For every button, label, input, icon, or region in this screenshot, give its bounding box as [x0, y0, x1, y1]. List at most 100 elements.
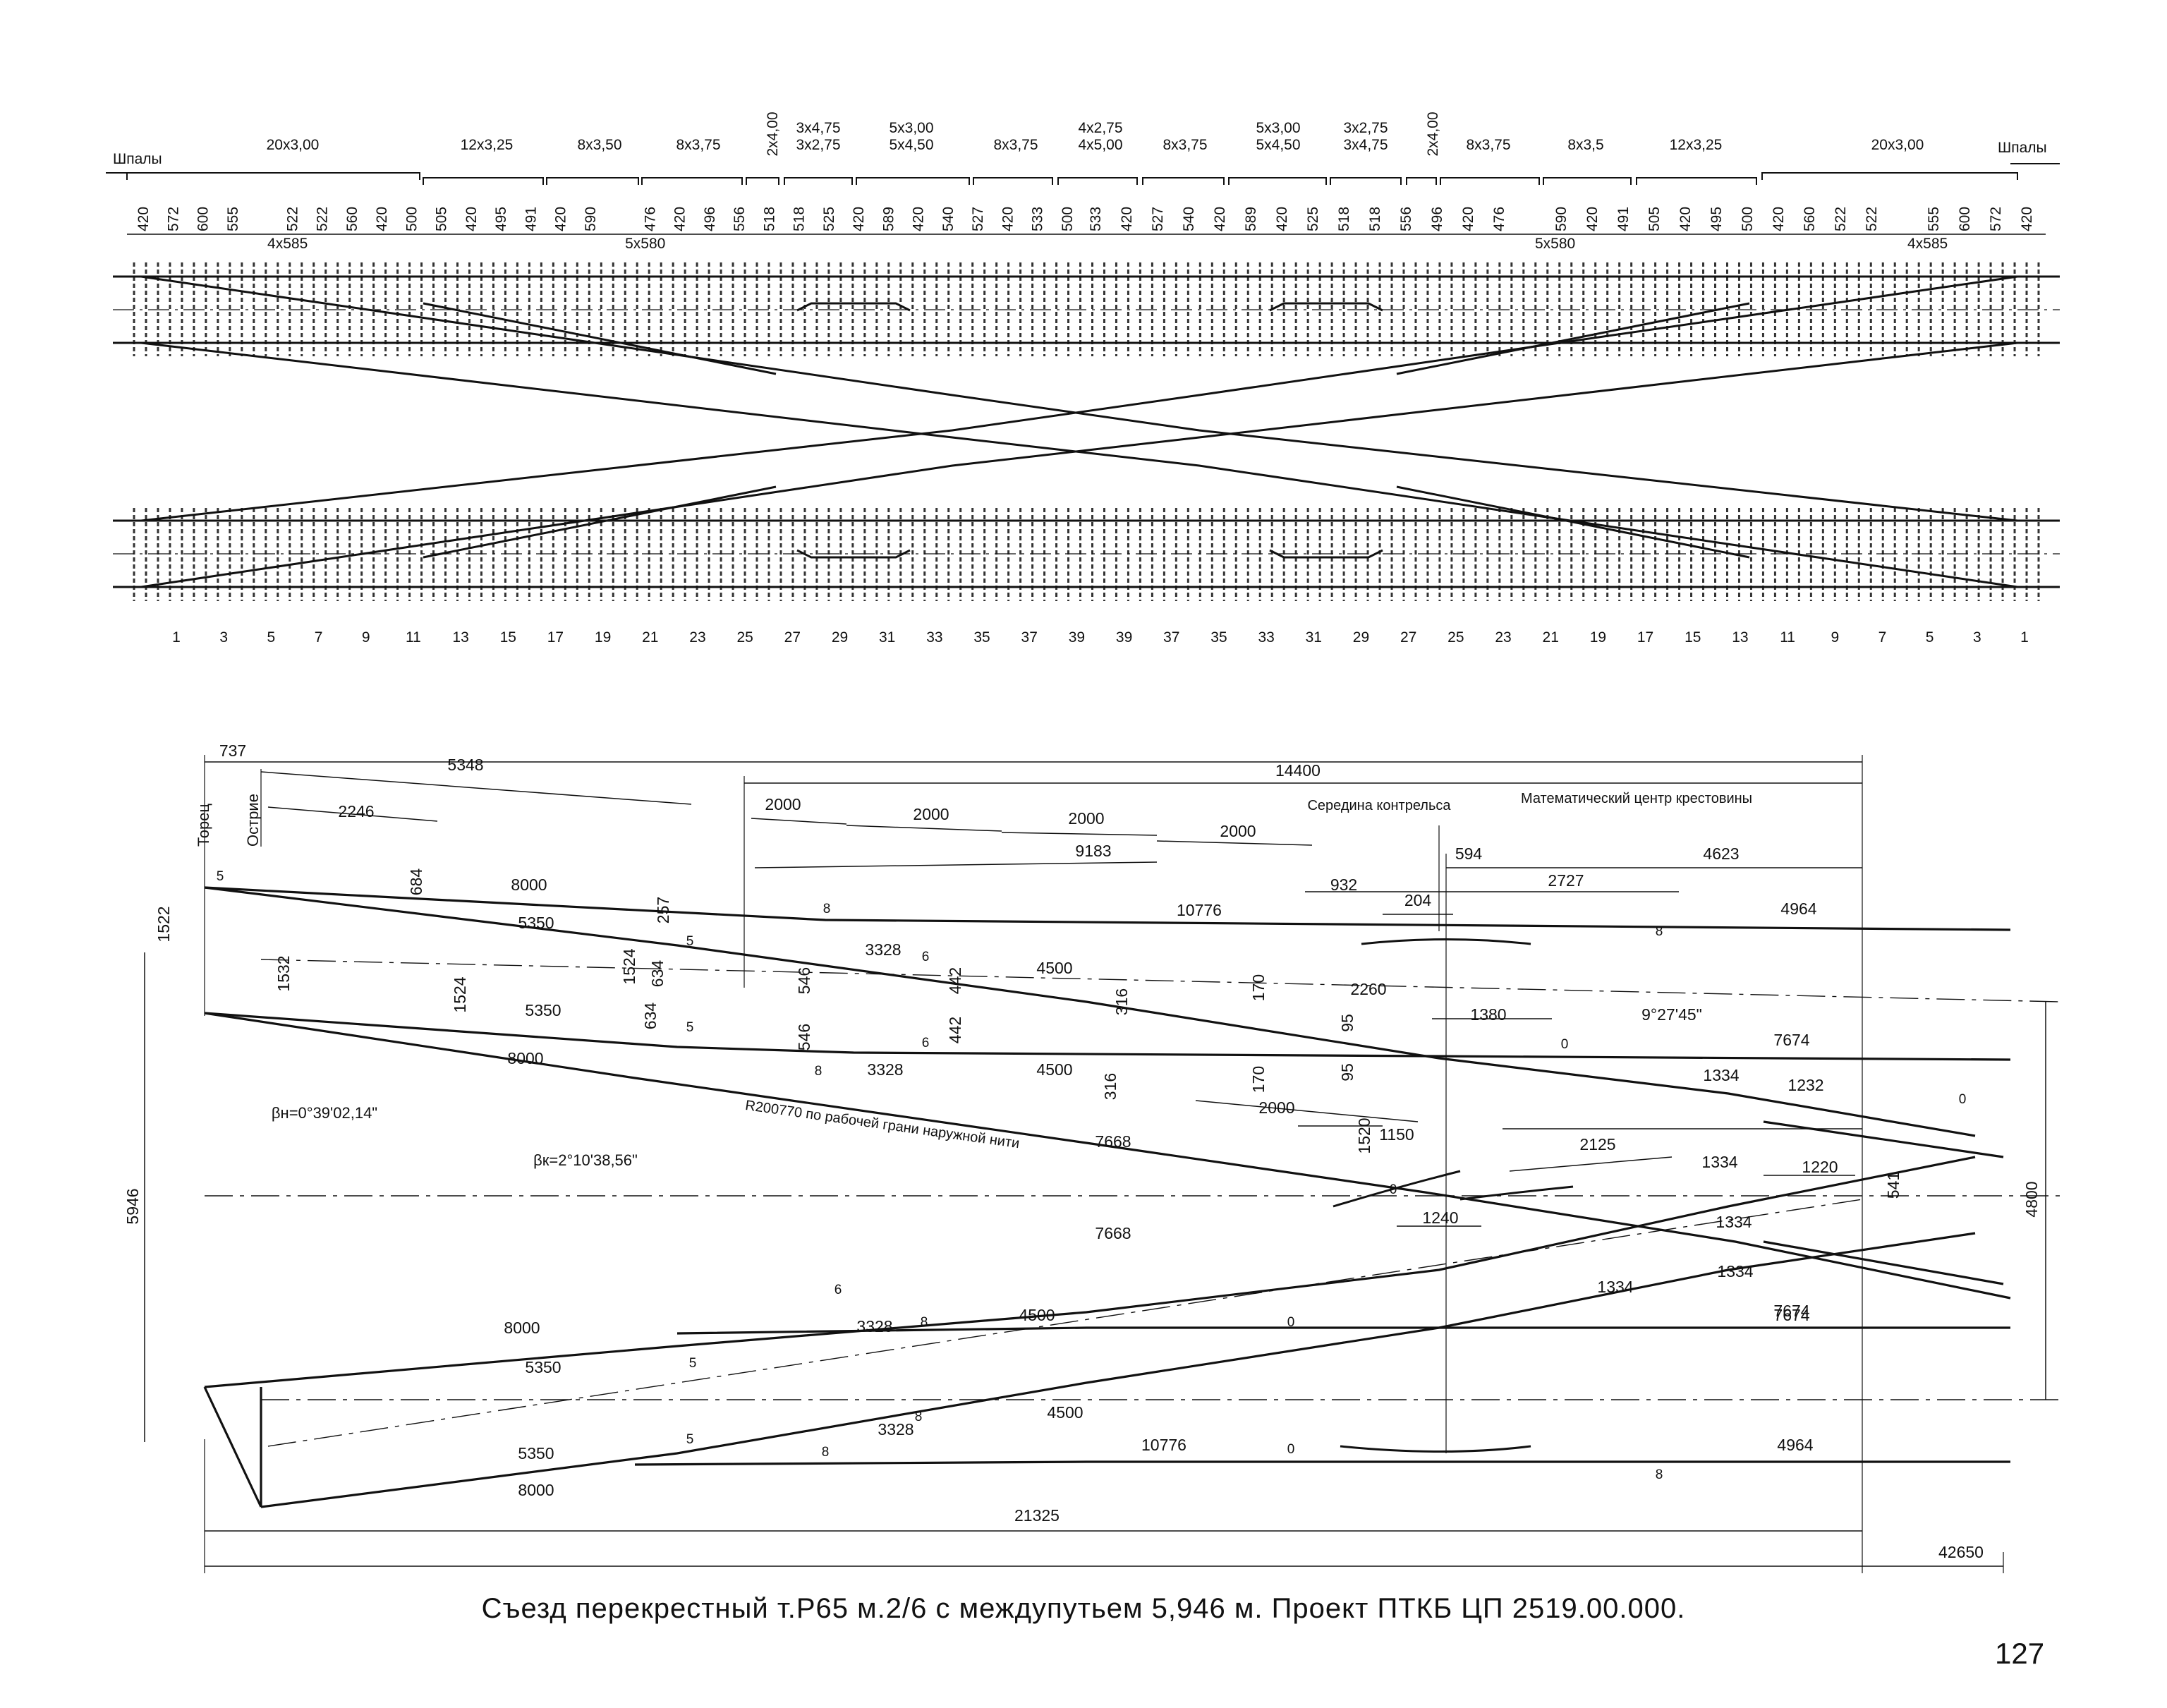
- sleeper-number: 39: [1116, 629, 1132, 646]
- dim-label: 7674: [1773, 1031, 1809, 1049]
- plan-centerlines: [205, 959, 2060, 1447]
- spacing-label: 572: [1988, 207, 2004, 231]
- joint-label: 5: [689, 1356, 697, 1371]
- dim-label: 1522: [154, 906, 173, 942]
- joint-label: 8: [1656, 1467, 1663, 1482]
- group-label: 5x3,00: [889, 120, 933, 136]
- spacing-label: 589: [1243, 207, 1259, 231]
- joint-label: 6: [922, 1036, 930, 1050]
- dim-label: 2727: [1548, 871, 1584, 890]
- spacing-label: 420: [1584, 207, 1601, 231]
- group-label: 3x4,75: [796, 120, 840, 136]
- joint-label: 0: [1287, 1442, 1295, 1457]
- dim-label: 1240: [1422, 1209, 1458, 1227]
- dim-label: 170: [1249, 1066, 1268, 1093]
- group-label: 20x3,00: [267, 137, 320, 153]
- spacing-label: 533: [1030, 207, 1046, 231]
- spacing-label: 556: [732, 207, 748, 231]
- dim-label: 1334: [1701, 1153, 1737, 1171]
- spacing-label: 600: [1957, 207, 1973, 231]
- dim-label: 932: [1330, 876, 1357, 894]
- group-label: 8x3,75: [993, 137, 1038, 153]
- dim-label: 9°27'45": [1641, 1005, 1702, 1024]
- group-label: 8x3,75: [1466, 137, 1510, 153]
- dim-label: 8000: [518, 1481, 554, 1499]
- note-label: Математический центр крестовины: [1521, 791, 1752, 806]
- joint-label: 8: [1656, 924, 1663, 939]
- group-label: 3x2,75: [796, 137, 840, 153]
- dim-label: 4800: [2022, 1181, 2041, 1217]
- spacing-label: 420: [463, 207, 480, 231]
- sleeper-number: 15: [1685, 629, 1701, 646]
- figure-caption: Съезд перекрестный т.Р65 м.2/6 с междупу…: [481, 1593, 1686, 1624]
- joint-label: 5: [686, 934, 694, 949]
- dim-label: 42650: [1938, 1543, 1984, 1561]
- spacing-label: 4x585: [267, 236, 308, 252]
- dim-label: 2000: [1220, 822, 1256, 840]
- spacing-label: 420: [553, 207, 569, 231]
- spacing-label: 5x580: [1535, 236, 1575, 252]
- group-label: 8x3,50: [577, 137, 621, 153]
- spacing-label: 500: [403, 207, 420, 231]
- dim-label: 5350: [525, 1358, 561, 1376]
- sleeper-number: 9: [1831, 629, 1839, 646]
- plan-rails: [203, 886, 2011, 1508]
- spacing-label: 420: [1212, 207, 1228, 231]
- spacing-label: 518: [761, 207, 777, 231]
- dim-label: 7674: [1773, 1306, 1809, 1324]
- sleeper-number: 1: [172, 629, 181, 646]
- spacing-label: 4x585: [1907, 236, 1948, 252]
- joint-label: 5: [217, 869, 224, 884]
- extension-lines: [204, 755, 2004, 1573]
- group-label: 5x4,50: [889, 137, 933, 153]
- dim-label: 634: [641, 1003, 660, 1030]
- dim-label: 316: [1101, 1073, 1119, 1100]
- dim-label: 3328: [865, 940, 901, 959]
- sleeper-number: 11: [406, 629, 421, 646]
- spacing-label: 5x580: [625, 236, 665, 252]
- sleeper-number: 7: [315, 629, 323, 646]
- joint-label: 8: [823, 902, 831, 916]
- dim-label: 21325: [1014, 1506, 1060, 1525]
- spacing-label: 522: [284, 207, 301, 231]
- joint-label: 8: [815, 1064, 823, 1079]
- dim-label: 1334: [1716, 1213, 1752, 1231]
- dim-label: 2000: [913, 805, 949, 823]
- sleepers: [133, 262, 2040, 601]
- dim-label: 1334: [1597, 1278, 1633, 1296]
- dim-label: 14400: [1275, 761, 1321, 780]
- dim-label: 3328: [867, 1060, 903, 1079]
- dim-label: 4500: [1047, 1403, 1083, 1422]
- spacing-label: 540: [1181, 207, 1197, 231]
- dim-label: 546: [795, 967, 813, 994]
- sleeper-number: 11: [1780, 629, 1795, 646]
- end-label: Торец: [195, 804, 212, 847]
- dim-label: 546: [795, 1024, 813, 1050]
- dim-label: 2246: [338, 802, 374, 820]
- dim-label: 737: [219, 741, 246, 760]
- group-label: 8x3,75: [676, 137, 720, 153]
- dim-label: 5350: [518, 1444, 554, 1462]
- sleeper-number: 19: [595, 629, 611, 646]
- dim-label: 8000: [507, 1049, 543, 1067]
- dim-label: 4623: [1703, 844, 1739, 863]
- dim-label: 684: [407, 868, 425, 896]
- dim-label: 1520: [1355, 1118, 1373, 1153]
- dim-label: 9183: [1075, 842, 1111, 860]
- dim-label: 1524: [620, 948, 638, 984]
- sleeper-number: 27: [1400, 629, 1416, 646]
- group-label: 8x3,75: [1163, 137, 1207, 153]
- dim-label: 4500: [1019, 1306, 1055, 1324]
- sleeper-number: 23: [1495, 629, 1511, 646]
- group-label: 5x4,50: [1256, 137, 1300, 153]
- dim-label: 4500: [1036, 959, 1072, 977]
- sleeper-number: 23: [689, 629, 705, 646]
- sleepers-label-left: Шпалы: [113, 151, 162, 167]
- spacing-label: 522: [315, 207, 331, 231]
- sleeper-number: 31: [879, 629, 895, 646]
- plan-guard-rails: [1333, 938, 1574, 1453]
- group-label: 2x4,00: [765, 111, 781, 156]
- plan-diagram: Торец Острие: [123, 741, 2060, 1573]
